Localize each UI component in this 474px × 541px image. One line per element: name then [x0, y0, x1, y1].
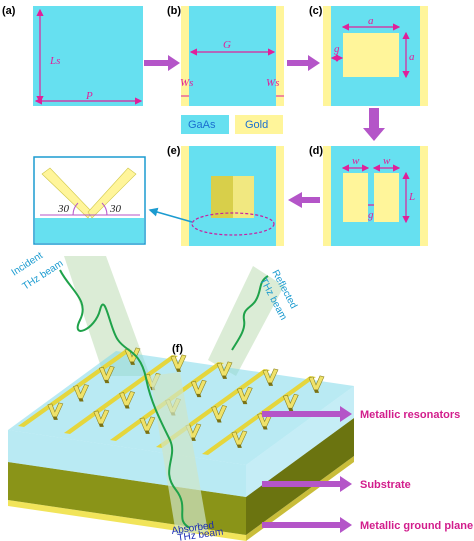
v-resonator-shadow: [104, 380, 110, 384]
ground-plane-side: [246, 456, 354, 541]
panel-a-label: (a): [2, 5, 16, 17]
legend-gold-swatch: [235, 115, 283, 134]
panel-d-label: (d): [309, 145, 323, 157]
inset-angle-left-label: 30: [57, 203, 70, 215]
inset-angle-arc-left: [72, 202, 79, 216]
panel-b-label: (b): [167, 5, 181, 17]
ground-pointer-arrow: [262, 517, 352, 533]
v-resonator-shadow: [268, 382, 273, 386]
inset-cross-section: 30 30: [33, 156, 146, 245]
absorbed-beam-band: [150, 372, 208, 534]
incident-absorbed-wave: [59, 269, 191, 529]
v-resonator-shadow: [176, 368, 181, 372]
panel-f: Incident THz beam Reflected THz beam Abs…: [8, 250, 473, 541]
panel-a-p-label: P: [85, 90, 93, 102]
panel-c-g-label: g: [334, 43, 340, 55]
v-resonator-shadow: [236, 444, 242, 448]
panel-c-gold-square: [343, 33, 399, 77]
substrate-pointer-arrow: [262, 476, 352, 492]
panel-d-gold-bar-left: [343, 173, 368, 222]
v-resonator-shadow: [314, 389, 319, 393]
v-resonator-shadow: [52, 416, 58, 420]
v-resonator-shadow: [124, 405, 130, 409]
legend-gold-label: Gold: [245, 119, 268, 131]
v-resonator-shadow: [242, 401, 248, 405]
panel-b-ws-right-label: Ws: [266, 77, 279, 89]
panel-d-gold-bar-right: [374, 173, 399, 222]
v-resonator-shadow: [222, 375, 227, 379]
arrow-c-to-d: [363, 108, 385, 141]
reflected-wave: [231, 275, 269, 351]
panel-c-gold-strip-right: [420, 6, 428, 106]
panel-d: (d) w w L g: [309, 145, 428, 246]
reflected-beam-band: [208, 266, 284, 376]
arrow-d-to-e: [288, 192, 320, 208]
inset-connector-arrow: [148, 207, 193, 223]
v-resonator-shadow: [262, 426, 268, 430]
panel-e-label: (e): [167, 145, 181, 157]
panel-b: (b) G Ws Ws: [167, 5, 284, 106]
resonators-pointer-arrow: [262, 406, 352, 422]
panel-a: (a) Ls P: [2, 5, 143, 106]
substrate-label: Substrate: [360, 479, 411, 491]
arrow-a-to-b: [144, 55, 180, 71]
panel-e-resonator-left-face: [211, 176, 233, 218]
panel-a-ls-label: Ls: [49, 55, 60, 67]
panel-c-label: (c): [309, 5, 323, 17]
arrow-b-to-c: [287, 55, 320, 71]
panel-e-resonator-right-face: [233, 176, 254, 218]
legend: GaAs Gold: [181, 115, 283, 134]
substrate-side: [246, 418, 354, 535]
ground-plane-label: Metallic ground plane: [360, 520, 473, 532]
panel-b-g-label: G: [223, 39, 231, 51]
panel-b-gaas-area: [181, 6, 284, 106]
v-resonator-shadow: [216, 419, 222, 423]
panel-d-gold-strip-left: [323, 146, 331, 246]
inset-angle-right-label: 30: [109, 203, 122, 215]
panel-c-gold-strip-left: [323, 6, 331, 106]
panel-b-gold-strip-left: [181, 6, 189, 106]
v-resonator-shadow: [190, 437, 196, 441]
panel-c-a-top-label: a: [368, 15, 374, 27]
resonators-label: Metallic resonators: [360, 409, 460, 421]
panel-d-w-left-label: w: [352, 155, 360, 167]
v-resonator-shadow: [98, 423, 104, 427]
legend-gaas-label: GaAs: [188, 119, 216, 131]
panel-d-gold-strip-right: [420, 146, 428, 246]
v-resonator-shadow: [130, 361, 135, 365]
panel-d-g-label: g: [368, 209, 374, 221]
incident-beam-band: [64, 256, 150, 376]
legend-gaas-swatch: [181, 115, 229, 134]
panel-f-label: (f): [172, 343, 183, 355]
v-resonator-shadow: [78, 398, 84, 402]
panel-c: (c) a a g: [309, 5, 428, 106]
panel-e-gold-strip-right: [276, 146, 284, 246]
v-resonator-shadow: [144, 430, 150, 434]
v-resonator-shadow: [196, 394, 202, 398]
panel-e: (e): [167, 145, 284, 246]
panel-e-highlight-ellipse: [191, 212, 275, 236]
panel-e-gold-strip-left: [181, 146, 189, 246]
panel-b-gold-strip-right: [276, 6, 284, 106]
panel-d-w-right-label: w: [383, 155, 391, 167]
panel-d-l-label: L: [408, 191, 415, 203]
inset-substrate: [35, 218, 144, 243]
inset-v-arm-right: [87, 167, 137, 219]
panel-b-ws-left-label: Ws: [180, 77, 193, 89]
v-resonator-shadow: [288, 408, 294, 412]
inset-angle-arc-right: [101, 202, 108, 216]
panel-a-gaas-area: [33, 6, 143, 106]
panel-c-a-side-label: a: [409, 51, 415, 63]
